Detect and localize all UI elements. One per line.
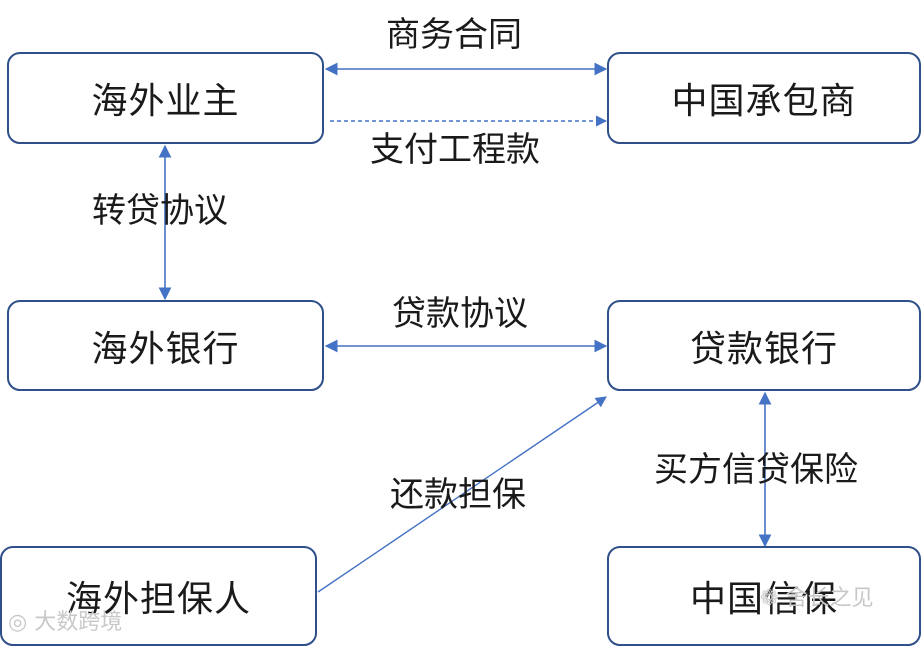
node-overseas-owner: 海外业主 [7,52,324,144]
label-loan-agreement: 贷款协议 [392,294,528,334]
node-china-contractor: 中国承包商 [607,52,921,144]
label-buyer-credit-insurance: 买方信贷保险 [654,450,858,490]
node-lending-bank: 贷款银行 [607,300,921,391]
label-onlending-agreement: 转贷协议 [92,191,228,231]
node-overseas-bank: 海外银行 [7,300,324,391]
node-overseas-guarantor: 海外担保人 [0,546,317,646]
wechat-icon: ❁ [760,586,779,611]
node-lending-bank-label: 贷款银行 [689,328,838,370]
node-china-sinosure-label: 中国信保 [689,579,838,620]
edge-repayment-guarantee [317,396,607,593]
node-overseas-guarantor-label: 海外担保人 [65,579,251,620]
node-overseas-bank-label: 海外银行 [91,328,240,370]
label-repayment-guarantee: 还款担保 [390,475,526,515]
watermark-right: ❁ 舍长之见 [760,588,873,610]
watermark-left: ◎ 大数跨境 [8,612,122,634]
label-commercial-contract: 商务合同 [386,15,522,55]
label-pay-project-funds: 支付工程款 [370,130,540,170]
watermark-right-text: 舍长之见 [785,586,874,611]
node-china-contractor-label: 中国承包商 [671,81,857,122]
watermark-left-text: 大数跨境 [34,610,123,635]
watermark-left-icon: ◎ [8,610,28,635]
node-overseas-owner-label: 海外业主 [91,81,240,122]
